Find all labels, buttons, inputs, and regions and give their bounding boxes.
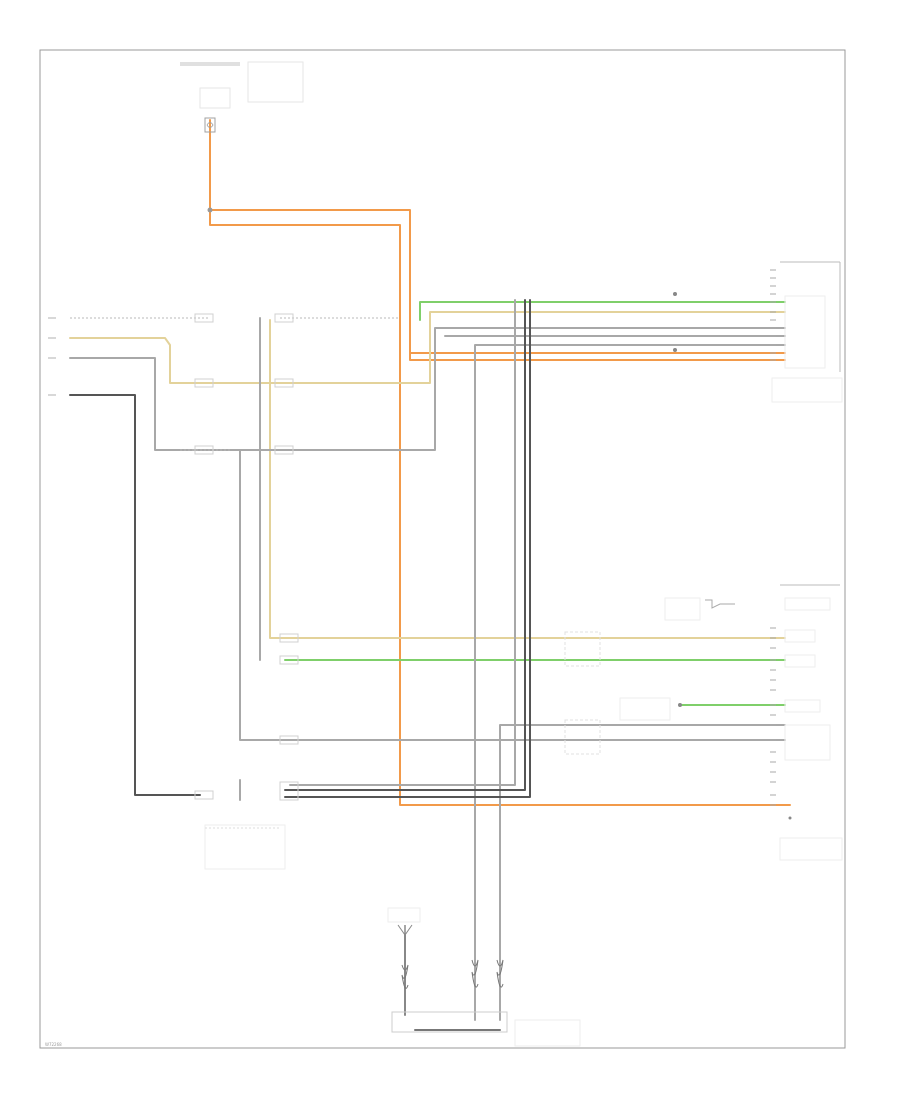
control-unit-block: [204, 824, 286, 870]
diagram-border: [39, 49, 846, 1049]
connector-pin-icon: [770, 627, 776, 806]
splice-dots: [673, 292, 792, 820]
diagram-code: W72268: [45, 1042, 62, 1047]
inline-connectors: [194, 313, 601, 801]
ground-icon: [397, 924, 413, 936]
splice-dot-icon: [207, 207, 213, 213]
dark-shielded-wires: [69, 299, 531, 1031]
fuse-block: [180, 61, 304, 213]
green-signal-wires: [284, 301, 786, 706]
fuse-icon: [204, 117, 216, 133]
splice-dot-icon: [678, 703, 682, 707]
lower-right-module: [619, 584, 843, 861]
upper-right-module: [770, 261, 843, 403]
connector-pin-icon: [770, 269, 776, 361]
bottom-sensor-block: [387, 907, 581, 1047]
gray-signal-wires: [69, 299, 786, 1021]
dotted-leaders: [70, 317, 400, 451]
splice-dot-icon: [788, 816, 792, 820]
orange-power-wires: [209, 119, 791, 806]
left-connector-pins: [48, 317, 56, 396]
tan-signal-wires: [69, 311, 786, 639]
splice-dot-icon: [673, 292, 677, 296]
splice-dot-icon: [673, 348, 677, 352]
